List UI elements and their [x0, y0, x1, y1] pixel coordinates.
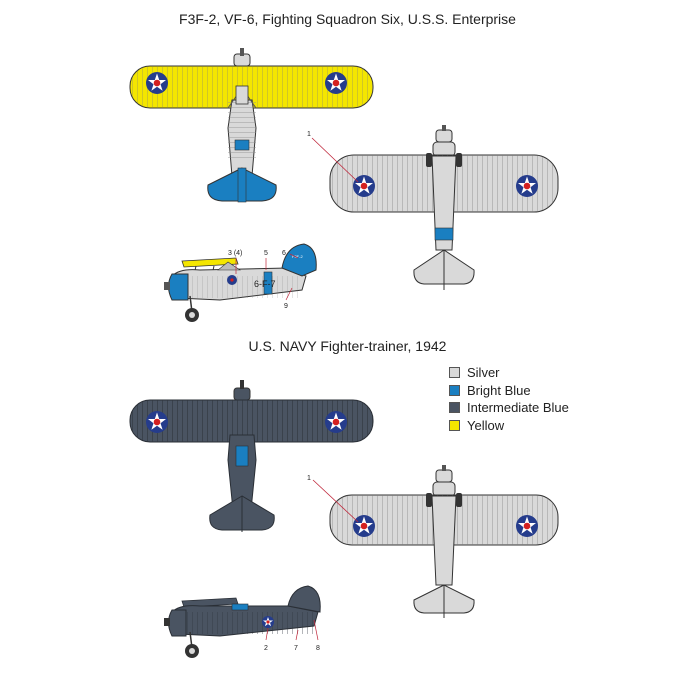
yellow-swatch	[449, 419, 460, 431]
scheme-2-top-view	[129, 380, 374, 532]
legend-item-bright-blue: Bright Blue	[449, 382, 569, 400]
roundel-right	[516, 515, 538, 537]
scheme-1-bottom-view: 1	[307, 125, 559, 290]
legend-label: Yellow	[467, 417, 505, 433]
callout-5: 5	[264, 250, 268, 257]
legend-label: Bright Blue	[467, 382, 531, 398]
roundel-right	[516, 175, 538, 197]
callout-1: 1	[307, 131, 311, 138]
legend-label: Silver	[467, 365, 500, 381]
callout-3-4: 3 (4)	[228, 250, 242, 257]
fuselage-code: 6-F-7	[254, 279, 276, 289]
callout-9: 9	[284, 303, 288, 310]
roundel-left	[146, 72, 168, 94]
intermediate-blue-swatch	[449, 402, 460, 414]
roundel-right	[325, 72, 347, 94]
bright-blue-swatch	[449, 384, 460, 396]
callout-1: 1	[307, 475, 311, 482]
legend-label: Intermediate Blue	[467, 400, 569, 416]
scheme-2-title: U.S. NAVY Fighter-trainer, 1942	[248, 338, 447, 354]
roundel-left	[146, 411, 168, 433]
scheme-1-title: F3F-2, VF-6, Fighting Squadron Six, U.S.…	[179, 11, 516, 27]
callout-7: 7	[294, 645, 298, 652]
legend-item-intermediate-blue: Intermediate Blue	[449, 399, 569, 417]
callout-8: 8	[316, 645, 320, 652]
legend-item-yellow: Yellow	[449, 417, 569, 435]
scheme-1-top-view	[129, 48, 374, 203]
legend-item-silver: Silver	[449, 364, 569, 382]
scheme-2-bottom-view: 1	[307, 465, 559, 618]
tail-code: F3F-2	[292, 254, 303, 259]
color-legend: Silver Bright Blue Intermediate Blue Yel…	[449, 364, 569, 434]
scheme-1-side-view: 6-F-7 F3F-2 3 (4) 5 6 9	[164, 243, 317, 322]
scheme-2-side-view: 2 7 8	[164, 585, 321, 658]
roundel-right	[325, 411, 347, 433]
roundel-left	[353, 175, 375, 197]
callout-6: 6	[282, 250, 286, 257]
callout-2: 2	[264, 645, 268, 652]
silver-swatch	[449, 367, 460, 379]
roundel-left	[353, 515, 375, 537]
